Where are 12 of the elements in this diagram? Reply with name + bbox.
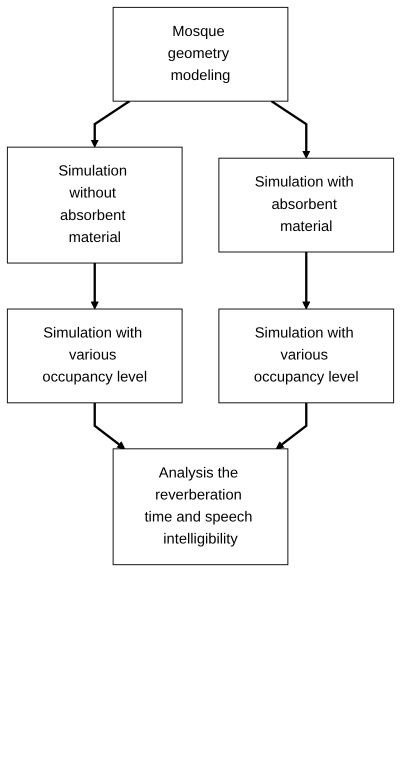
arrow [276,402,308,450]
arrow [302,252,310,310]
node-box: Simulation with absorbent material [218,158,394,252]
arrow [94,402,126,450]
node-box: Simulation with various occupancy level [218,308,394,404]
arrow [90,100,130,148]
arrow [90,263,99,310]
node-box: Simulation without absorbent material [6,146,183,264]
node-box: Simulation with various occupancy level [6,308,183,404]
node-box: Analysis the reverberation time and speech intelligibility [112,448,288,566]
arrow [270,100,310,159]
node-box: Mosque geometry modeling [112,6,288,102]
